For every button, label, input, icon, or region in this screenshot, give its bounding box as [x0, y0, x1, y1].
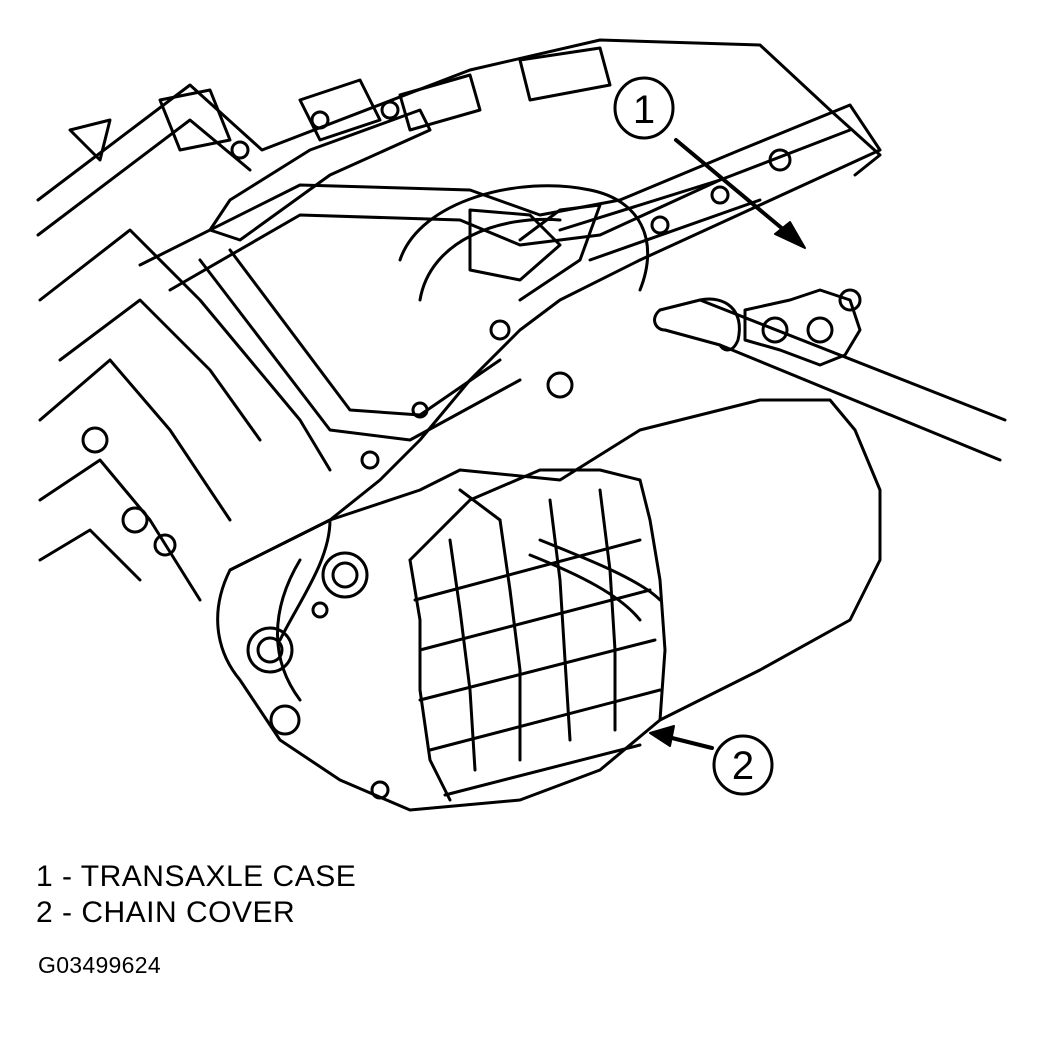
legend-item-transaxle-case: 1 - TRANSAXLE CASE: [36, 860, 357, 893]
callout-1: 1: [613, 76, 806, 249]
engine-block: [36, 38, 882, 602]
figure-id: G03499624: [38, 952, 161, 978]
transaxle-illustration: 1 2: [36, 38, 1007, 812]
transaxle-case-flange: [138, 103, 882, 572]
callout-2: 2: [649, 725, 774, 796]
chain-cover: [216, 398, 882, 812]
callout-1-number: 1: [633, 88, 655, 132]
legend-item-chain-cover: 2 - CHAIN COVER: [36, 896, 296, 929]
callout-2-number: 2: [732, 744, 754, 788]
pry-bar-tool: [653, 288, 1007, 462]
